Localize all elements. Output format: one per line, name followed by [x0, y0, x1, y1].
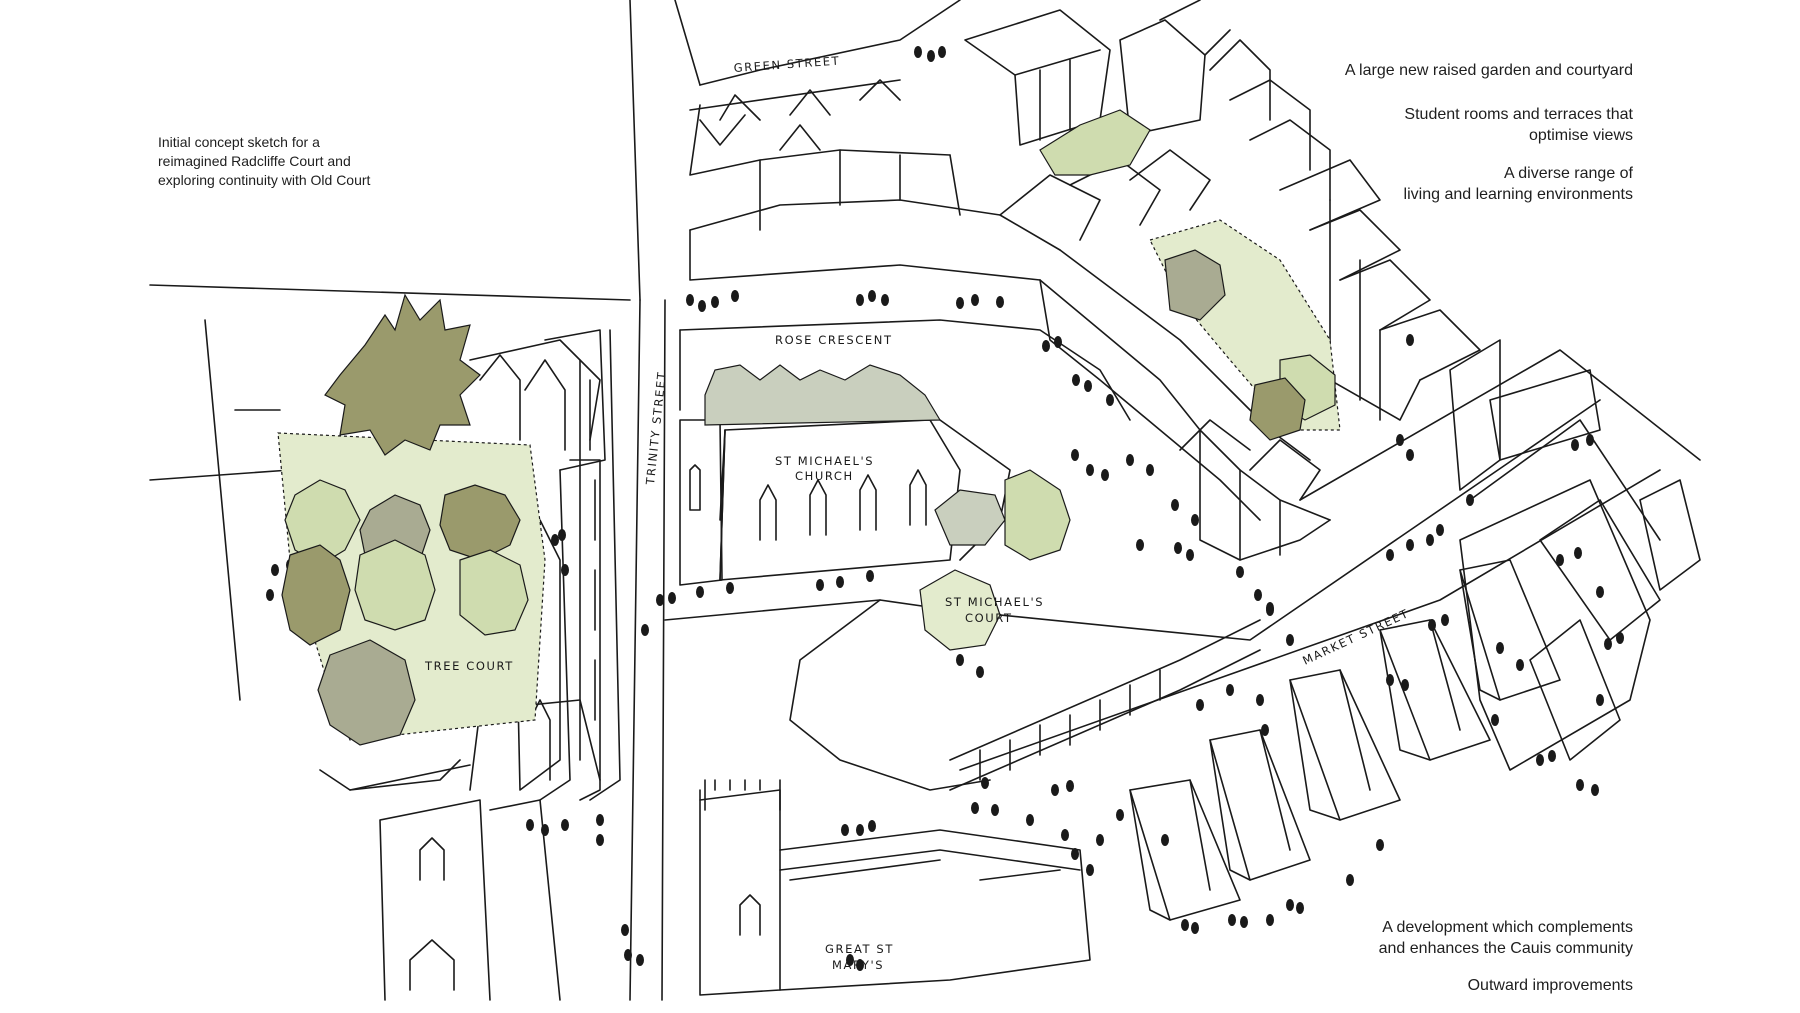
note-diverse-range: A diverse range of living and learning e…	[1404, 163, 1633, 205]
note-line: living and learning environments	[1403, 186, 1633, 203]
note-line: Outward improvements	[1467, 977, 1633, 994]
label-great-st-line1: GREAT ST	[825, 942, 894, 956]
label-church-line1: ST MICHAEL'S	[775, 454, 874, 468]
note-line: Student rooms and terraces that	[1404, 106, 1633, 123]
label-court-line2: COURT	[965, 611, 1013, 625]
crescent-terrace	[689, 79, 1331, 561]
label-market-street: MARKET STREET	[1300, 606, 1411, 668]
label-tree-court: TREE COURT	[424, 659, 514, 673]
note-development: A development which complements and enha…	[1379, 917, 1633, 959]
note-line: A diverse range of	[1504, 165, 1633, 182]
people-figures	[266, 46, 1624, 971]
colonnade	[949, 619, 1261, 791]
label-church-line2: CHURCH	[795, 469, 854, 483]
note-raised-garden: A large new raised garden and courtyard	[1345, 60, 1633, 81]
raised-garden	[1039, 109, 1341, 441]
note-line: and enhances the Cauis community	[1378, 940, 1633, 957]
church-trees	[704, 364, 1071, 651]
east-buildings	[1449, 339, 1701, 771]
intro-note-line: exploring continuity with Old Court	[158, 172, 371, 188]
intro-note: Initial concept sketch for a reimagined …	[158, 133, 370, 190]
note-outward-improvements: Outward improvements	[1468, 975, 1633, 996]
label-court-line1: ST MICHAEL'S	[945, 595, 1044, 609]
market-stalls	[1129, 559, 1561, 921]
label-green-street: GREEN STREET	[733, 54, 840, 75]
great-st-marys-outline	[699, 779, 1091, 996]
place-labels: GREEN STREET ROSE CRESCENT TRINITY STREE…	[424, 54, 1411, 972]
tree-court-garden	[277, 293, 546, 746]
note-line: optimise views	[1528, 127, 1633, 144]
label-rose-crescent: ROSE CRESCENT	[775, 333, 893, 347]
note-line: A development which complements	[1382, 919, 1633, 936]
street-outlines	[149, 0, 1701, 1001]
note-student-rooms: Student rooms and terraces that optimise…	[1404, 104, 1633, 146]
note-line: A large new raised garden and courtyard	[1344, 62, 1633, 79]
intro-note-line: Initial concept sketch for a	[158, 134, 320, 150]
label-great-st-line2: MARY'S	[832, 958, 884, 972]
intro-note-line: reimagined Radcliffe Court and	[158, 153, 351, 169]
